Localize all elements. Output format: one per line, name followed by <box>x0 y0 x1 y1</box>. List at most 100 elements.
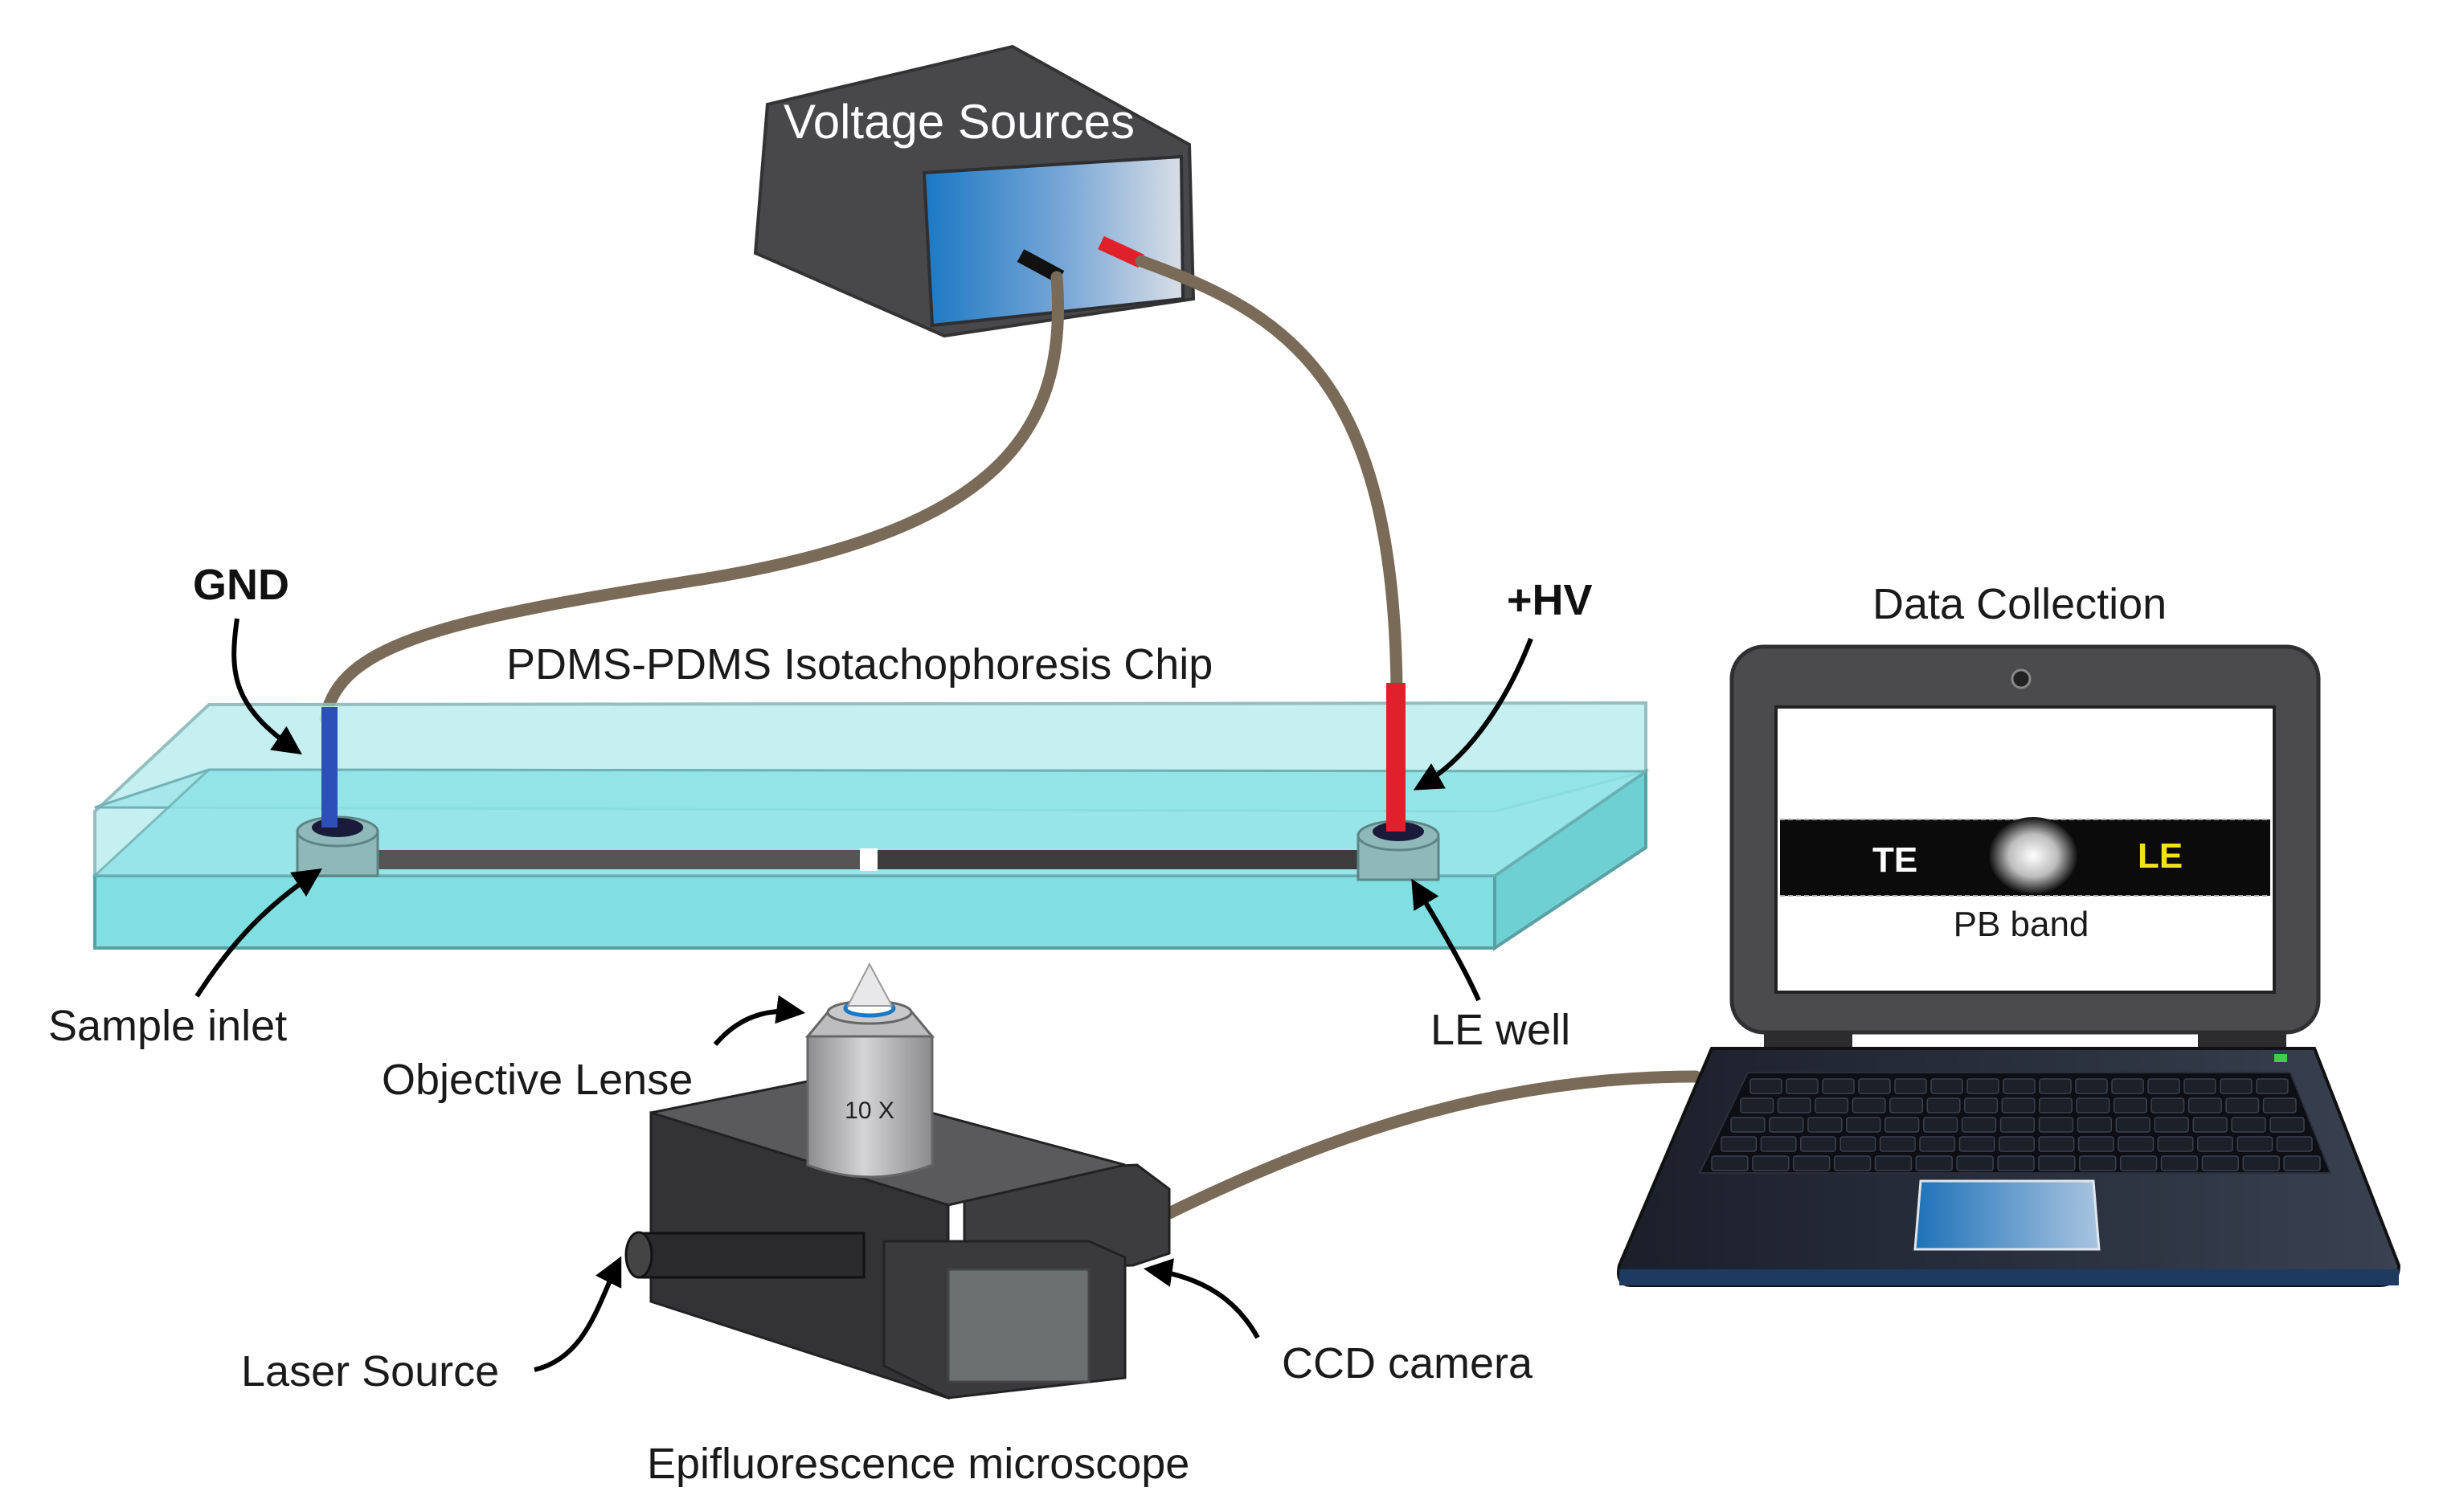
sample-inlet-arrow <box>194 868 322 998</box>
keyboard-key <box>2079 1155 2117 1171</box>
labels: GND +HV PDMS-PDMS Isotachophoresis Chip … <box>48 561 2167 1488</box>
keyboard-key <box>1874 1155 1913 1171</box>
keyboard-key <box>1769 1117 1804 1133</box>
laser-source-label: Laser Source <box>241 1347 499 1396</box>
keyboard-key <box>2154 1117 2189 1133</box>
keyboard-key <box>2236 1136 2273 1152</box>
keyboard-key <box>2039 1078 2072 1094</box>
keyboard-key <box>2225 1097 2260 1114</box>
keyboard-key <box>1922 1117 1958 1133</box>
keyboard-key <box>2242 1155 2280 1171</box>
screen-le-label: LE <box>2138 836 2183 876</box>
keyboard-key <box>2115 1117 2150 1133</box>
keyboard-key <box>1730 1117 1766 1133</box>
keyboard-key <box>2150 1097 2185 1114</box>
gnd-cable <box>319 271 1065 725</box>
chip-label: PDMS-PDMS Isotachophoresis Chip <box>506 640 1213 689</box>
keyboard-key <box>1879 1136 1916 1152</box>
keyboard-key <box>1956 1155 1994 1171</box>
isotachophoresis-chip <box>92 683 1650 951</box>
keyboard-key <box>1930 1078 1963 1094</box>
hv-electrode <box>1386 683 1406 832</box>
laser-source-tube <box>624 1231 865 1279</box>
keyboard-key <box>2262 1097 2297 1114</box>
keyboard-key <box>2077 1136 2114 1152</box>
keyboard-key <box>2119 1155 2158 1171</box>
keyboard-key <box>1852 1097 1886 1114</box>
keyboard-key <box>2160 1155 2199 1171</box>
le-well-arrow <box>1411 878 1481 1002</box>
ccd-arrow <box>1143 1258 1260 1339</box>
keyboard-key <box>2201 1155 2240 1171</box>
keyboard-key <box>2077 1117 2113 1133</box>
sample-inlet-label: Sample inlet <box>48 1002 287 1050</box>
keyboard-key <box>2038 1155 2076 1171</box>
epifluorescence-microscope: 10 X <box>624 962 1171 1400</box>
keyboard-key <box>1846 1117 1881 1133</box>
keyboard-key <box>2256 1078 2289 1094</box>
red-terminal <box>1098 235 1144 268</box>
voltage-sources-label: Voltage Sources <box>784 95 1135 149</box>
callout-arrows <box>194 618 1533 1372</box>
keyboard-key <box>1894 1078 1927 1094</box>
keyboard-key <box>1999 1117 2036 1133</box>
keyboard-key <box>1999 1136 2035 1152</box>
keyboard-key <box>1711 1155 1749 1171</box>
keyboard-key <box>2038 1117 2074 1133</box>
keyboard-key <box>2192 1117 2228 1133</box>
keyboard-key <box>2118 1136 2155 1152</box>
keyboard-key <box>1889 1097 1924 1114</box>
webcam-icon <box>2011 668 2032 689</box>
hv-label: +HV <box>1507 576 1593 624</box>
keyboard-key <box>2157 1136 2194 1152</box>
keyboard-key <box>2038 1136 2075 1152</box>
keyboard-key <box>1740 1097 1774 1114</box>
voltage-source-device: Voltage Sources <box>753 44 1196 338</box>
keyboard-key <box>1815 1097 1849 1114</box>
keyboard-key <box>1884 1117 1920 1133</box>
keyboard-key <box>1839 1136 1876 1152</box>
keyboard-key <box>1800 1136 1836 1152</box>
ccd-camera-label: CCD camera <box>1282 1339 1533 1387</box>
keyboard-key <box>1915 1155 1953 1171</box>
keyboard-key <box>1997 1155 2035 1171</box>
keyboard-key <box>2283 1155 2321 1171</box>
screen-band-label: PB band <box>1954 905 2089 944</box>
keyboard-key <box>1958 1136 1995 1152</box>
keyboard-key <box>1858 1078 1891 1094</box>
laser-arrow <box>534 1256 622 1372</box>
camera-cable <box>1163 1070 1702 1220</box>
keyboard-key <box>2147 1078 2180 1094</box>
keyboard-key <box>1966 1078 1999 1094</box>
keyboard-key <box>2183 1078 2216 1094</box>
data-collection-label: Data Collection <box>1872 580 2167 628</box>
keyboard-key <box>1961 1117 1997 1133</box>
keyboard-key <box>2003 1078 2036 1094</box>
keyboard-key <box>2075 1078 2108 1094</box>
hv-cable <box>1135 255 1403 697</box>
hv-arrow <box>1413 637 1533 791</box>
keyboard-key <box>1807 1117 1843 1133</box>
touchpad <box>1913 1179 2101 1251</box>
keyboard-key <box>1926 1097 1961 1114</box>
keyboard-key <box>1792 1155 1831 1171</box>
gnd-label: GND <box>193 561 289 609</box>
keyboard-key <box>2076 1097 2110 1114</box>
keyboard-key <box>1786 1078 1819 1094</box>
gnd-electrode <box>321 707 338 828</box>
objective-lens: 10 X <box>804 962 935 1179</box>
keyboard-key <box>1822 1078 1855 1094</box>
keyboard-key <box>2113 1097 2147 1114</box>
keyboard-key <box>1964 1097 1999 1114</box>
objective-lense-label: Objective Lense <box>382 1056 693 1104</box>
objective-arrow <box>713 995 806 1046</box>
keyboard-key <box>1919 1136 1956 1152</box>
keyboard-key <box>2231 1117 2266 1133</box>
objective-magnification: 10 X <box>845 1097 894 1124</box>
cables <box>319 255 1702 1220</box>
keyboard-key <box>1721 1136 1758 1152</box>
keyboard-key <box>2276 1136 2313 1152</box>
keyboard-key <box>1777 1097 1811 1114</box>
keyboard-key <box>2111 1078 2144 1094</box>
